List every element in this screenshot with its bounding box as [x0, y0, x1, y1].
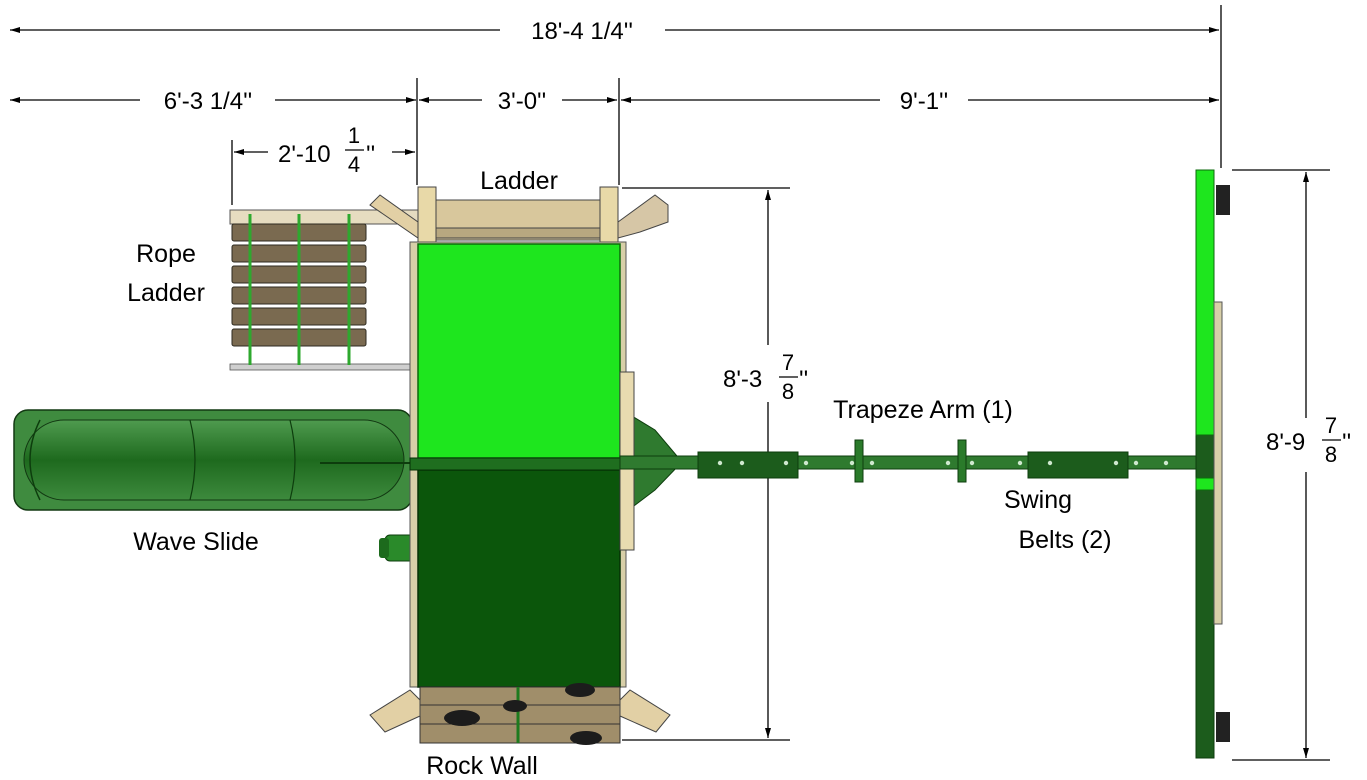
rock-wall-label: Rock Wall: [426, 752, 538, 780]
rope-ladder-width-numerator: 1: [348, 123, 360, 148]
deck-depth-dimension: 8'-3 7 8 '': [622, 187, 808, 741]
deck-depth-whole: 8'-3: [723, 366, 762, 393]
swing-beam: [619, 439, 1219, 483]
deck-depth-denominator: 8: [782, 379, 794, 404]
deck-width-label: 3'-0'': [498, 88, 546, 115]
swing-beam-length-label: 9'-1'': [900, 88, 948, 115]
rope-ladder-label-line1: Rope: [136, 240, 196, 268]
trapeze-arm-label: Trapeze Arm (1): [833, 396, 1013, 424]
ladder-label: Ladder: [480, 167, 558, 195]
rock-wall: [369, 683, 671, 745]
rope-ladder-width-dimension: 2'-10 1 4 '': [231, 123, 415, 205]
rope-ladder: [229, 209, 419, 371]
swing-beam-length-dimension: 9'-1'': [621, 40, 1222, 168]
ladder: [369, 186, 669, 243]
swing-belts-label-line2: Belts (2): [1018, 526, 1111, 554]
swing-a-frame-whole: 8'-9: [1266, 429, 1305, 456]
rope-ladder-width-unit: '': [366, 141, 375, 168]
rope-ladder-offset-dimension: 6'-3 1/4'': [10, 88, 416, 115]
deck-depth-unit: '': [799, 366, 808, 393]
swing-a-frame-unit: '': [1342, 429, 1351, 456]
rope-ladder-width-whole: 2'-10: [278, 141, 331, 168]
rope-ladder-label-line2: Ladder: [127, 279, 205, 307]
swing-belts-label-line1: Swing: [1004, 486, 1072, 514]
swing-a-frame-numerator: 7: [1325, 413, 1337, 438]
deck-width-dimension: 3'-0'': [416, 78, 620, 185]
overall-length-label: 18'-4 1/4'': [531, 18, 633, 45]
wave-slide-label: Wave Slide: [133, 528, 259, 556]
rope-ladder-offset-label: 6'-3 1/4'': [164, 88, 252, 115]
deck-depth-numerator: 7: [782, 350, 794, 375]
swing-a-frame-denominator: 8: [1325, 442, 1337, 467]
swing-a-frame-dimension: 8'-9 7 8 '': [1232, 169, 1351, 761]
swing-a-frame: [1195, 169, 1230, 759]
rope-ladder-width-denominator: 4: [348, 152, 360, 177]
overall-length-dimension: 18'-4 1/4'': [10, 5, 1222, 45]
play-tower: [409, 241, 683, 688]
